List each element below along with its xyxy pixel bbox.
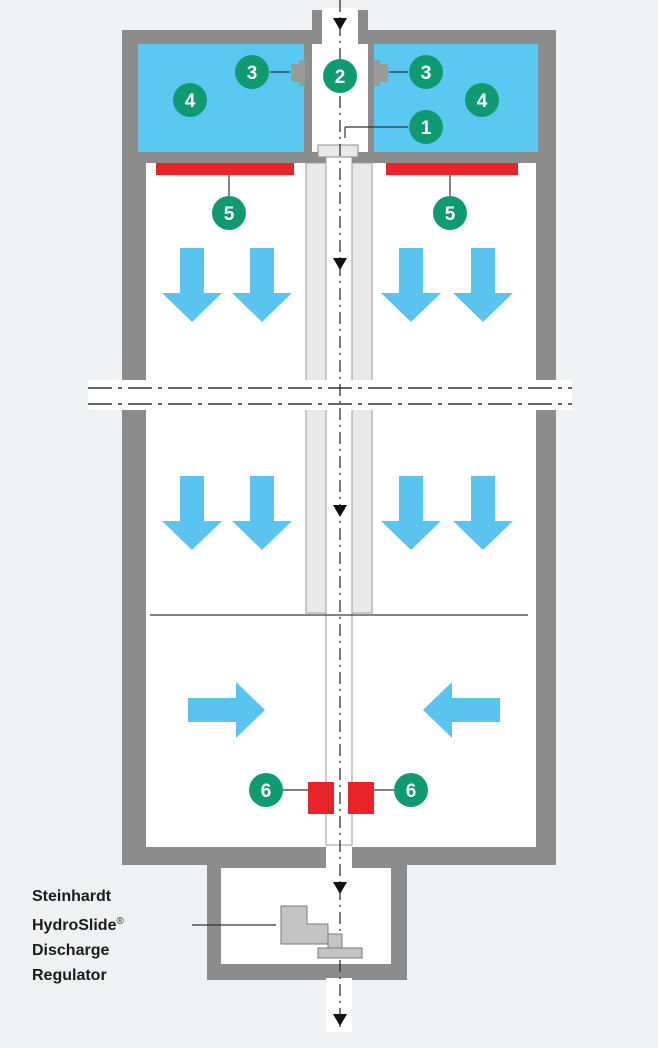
flow-arrow-down	[453, 248, 513, 322]
marker-2: 2	[323, 59, 357, 93]
flow-arrowhead-top	[333, 18, 347, 30]
marker-6-right: 6	[394, 773, 428, 807]
regulator-label-line-1: Steinhardt	[32, 888, 112, 905]
marker-2-label: 2	[335, 67, 346, 88]
regulator-label-line-2: HydroSlide®	[32, 909, 124, 938]
pipe-cap	[317, 144, 359, 158]
flow-arrow-down	[381, 248, 441, 322]
connector-left	[291, 64, 301, 82]
marker-5-right-label: 5	[445, 204, 456, 225]
marker-3-right-label: 3	[421, 63, 432, 84]
regulator-label-line-4: Regulator	[32, 967, 107, 984]
marker-6-left-label: 6	[261, 781, 272, 802]
marker-4-left: 4	[173, 83, 207, 117]
marker-3-right: 3	[409, 55, 443, 89]
discharge-regulator-valve	[317, 947, 363, 959]
marker-3-left-label: 3	[247, 63, 258, 84]
flow-arrow-down	[453, 476, 513, 550]
break-gap	[88, 380, 572, 410]
central-pipe	[325, 154, 353, 846]
flow-arrow-down	[232, 248, 292, 322]
break-gap-wall-left	[122, 380, 146, 410]
flow-arrowhead-pipe-2	[333, 505, 347, 517]
connector-left-plate	[299, 60, 305, 86]
marker-5-right: 5	[433, 196, 467, 230]
flow-arrows	[162, 248, 513, 738]
marker-6-right-label: 6	[406, 781, 417, 802]
marker-4-right-label: 4	[477, 91, 488, 112]
actuator-left	[308, 782, 334, 814]
flow-arrowhead-bottom	[333, 1014, 347, 1026]
connector-right-plate	[374, 60, 380, 86]
regulator-product-name: HydroSlide	[32, 917, 117, 934]
discharge-regulator-body	[280, 905, 329, 945]
flow-arrow-right	[188, 682, 265, 738]
registered-mark: ®	[116, 916, 124, 927]
marker-5-left-label: 5	[224, 204, 235, 225]
marker-4-right: 4	[465, 83, 499, 117]
regulator-label: Steinhardt HydroSlide® Discharge Regulat…	[32, 884, 124, 988]
flow-arrow-down	[232, 476, 292, 550]
marker-4-left-label: 4	[185, 91, 196, 112]
spray-bar-right	[386, 163, 518, 175]
marker-6-left: 6	[249, 773, 283, 807]
spray-bar-left	[156, 163, 294, 175]
marker-1-label: 1	[421, 118, 432, 139]
outlet-throat	[326, 845, 352, 871]
flow-arrowhead-pipe-1	[333, 258, 347, 270]
actuator-right	[348, 782, 374, 814]
flow-arrow-down	[162, 476, 222, 550]
flow-arrow-down	[381, 476, 441, 550]
marker-5-left: 5	[212, 196, 246, 230]
flow-arrow-down	[162, 248, 222, 322]
connector-right	[378, 64, 388, 82]
marker-3-left: 3	[235, 55, 269, 89]
marker-1: 1	[409, 110, 443, 144]
regulator-label-line-3: Discharge	[32, 942, 110, 959]
flow-arrow-left	[423, 682, 500, 738]
flow-arrowhead-outlet	[333, 882, 347, 894]
storage-compartment-right	[374, 44, 538, 152]
storage-compartment-left	[138, 44, 304, 152]
